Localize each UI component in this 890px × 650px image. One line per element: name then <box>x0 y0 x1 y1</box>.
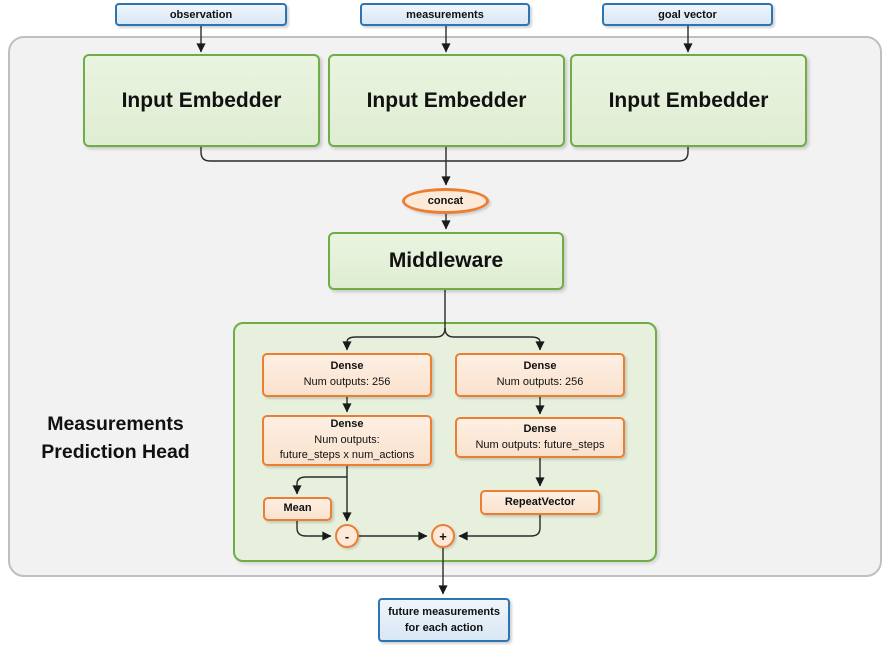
dense-right-2: Dense Num outputs: future_steps <box>455 417 625 458</box>
mean-node: Mean <box>263 497 332 521</box>
add-op-label: + <box>439 528 447 544</box>
output-label-line1: future measurements <box>388 605 500 618</box>
dense-right-2-line: Num outputs: future_steps <box>475 438 605 451</box>
output-node: future measurements for each action <box>378 598 510 642</box>
input-goal-vector-label: goal vector <box>658 8 717 21</box>
dense-left-1: Dense Num outputs: 256 <box>262 353 432 397</box>
input-observation: observation <box>115 3 287 26</box>
repeat-vector-node: RepeatVector <box>480 490 600 515</box>
embedder-observation-label: Input Embedder <box>121 88 282 112</box>
middleware-label: Middleware <box>388 249 504 272</box>
repeat-vector-label: RepeatVector <box>504 495 576 508</box>
embedder-measurements: Input Embedder <box>328 54 565 147</box>
add-op-node: + <box>431 524 455 548</box>
dense-right-1-line: Num outputs: 256 <box>496 376 584 388</box>
dense-right-1: Dense Num outputs: 256 <box>455 353 625 397</box>
concat-node: concat <box>402 188 489 214</box>
embedder-measurements-label: Input Embedder <box>366 88 527 112</box>
dense-left-1-line: Num outputs: 256 <box>303 376 391 388</box>
dense-right-1-title: Dense <box>523 360 557 373</box>
dense-left-2: Dense Num outputs: future_steps x num_ac… <box>262 415 432 466</box>
embedder-goal-vector-label: Input Embedder <box>608 88 769 112</box>
input-observation-label: observation <box>169 8 233 21</box>
prediction-head-title: Measurements Prediction Head <box>13 410 218 467</box>
prediction-head-title-line1: Measurements <box>47 413 184 435</box>
subtract-op-node: - <box>335 524 359 548</box>
input-goal-vector: goal vector <box>602 3 773 26</box>
dense-left-2-line2: future_steps x num_actions <box>279 449 415 462</box>
output-label-line2: for each action <box>404 622 484 634</box>
concat-label: concat <box>427 195 464 207</box>
dense-left-2-line1: Num outputs: <box>314 433 380 446</box>
dense-right-2-title: Dense <box>523 422 557 435</box>
embedder-goal-vector: Input Embedder <box>570 54 807 147</box>
input-measurements: measurements <box>360 3 530 26</box>
middleware-node: Middleware <box>328 232 564 290</box>
subtract-op-label: - <box>344 528 350 544</box>
mean-label: Mean <box>283 502 312 515</box>
embedder-observation: Input Embedder <box>83 54 320 147</box>
input-measurements-label: measurements <box>406 8 484 21</box>
prediction-head-title-line2: Prediction Head <box>41 441 190 464</box>
dense-left-1-title: Dense <box>330 360 364 373</box>
dense-left-2-title: Dense <box>330 417 364 430</box>
